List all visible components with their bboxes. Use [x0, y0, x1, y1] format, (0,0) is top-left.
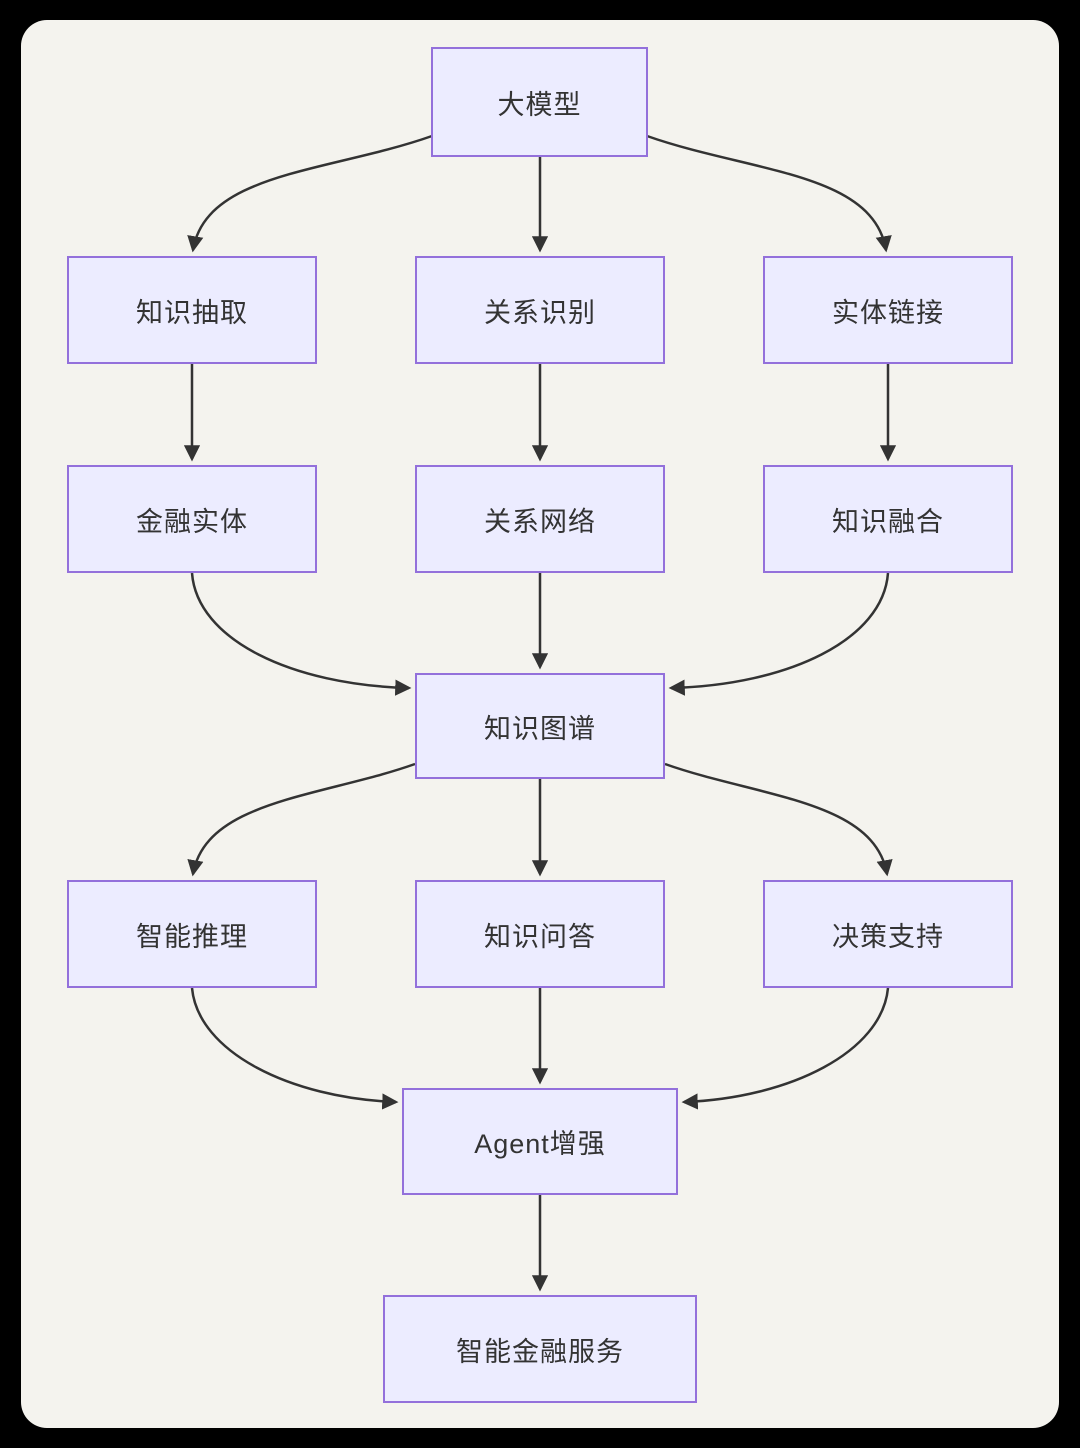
node-service: 智能金融服务 [383, 1295, 697, 1403]
node-fusion: 知识融合 [763, 465, 1013, 573]
node-label: 知识问答 [484, 921, 596, 952]
node-knowledge-graph: 知识图谱 [415, 673, 665, 779]
node-model: 大模型 [431, 47, 648, 157]
node-decision: 决策支持 [763, 880, 1013, 988]
node-label: 实体链接 [832, 297, 944, 328]
node-relation: 关系识别 [415, 256, 665, 364]
node-label: 知识抽取 [136, 297, 248, 328]
node-label: 智能金融服务 [456, 1336, 624, 1367]
node-label: Agent增强 [474, 1129, 606, 1159]
node-qa: 知识问答 [415, 880, 665, 988]
node-label: 知识融合 [832, 506, 944, 537]
node-label: 大模型 [497, 89, 582, 120]
node-label: 决策支持 [832, 921, 944, 952]
node-label: 关系识别 [484, 297, 596, 328]
node-extract: 知识抽取 [67, 256, 317, 364]
node-agent: Agent增强 [402, 1088, 678, 1195]
node-reason: 智能推理 [67, 880, 317, 988]
node-label: 关系网络 [484, 506, 596, 537]
node-label: 知识图谱 [484, 713, 596, 744]
node-entity: 金融实体 [67, 465, 317, 573]
node-network: 关系网络 [415, 465, 665, 573]
node-link: 实体链接 [763, 256, 1013, 364]
node-label: 金融实体 [136, 506, 248, 537]
node-label: 智能推理 [136, 921, 248, 952]
